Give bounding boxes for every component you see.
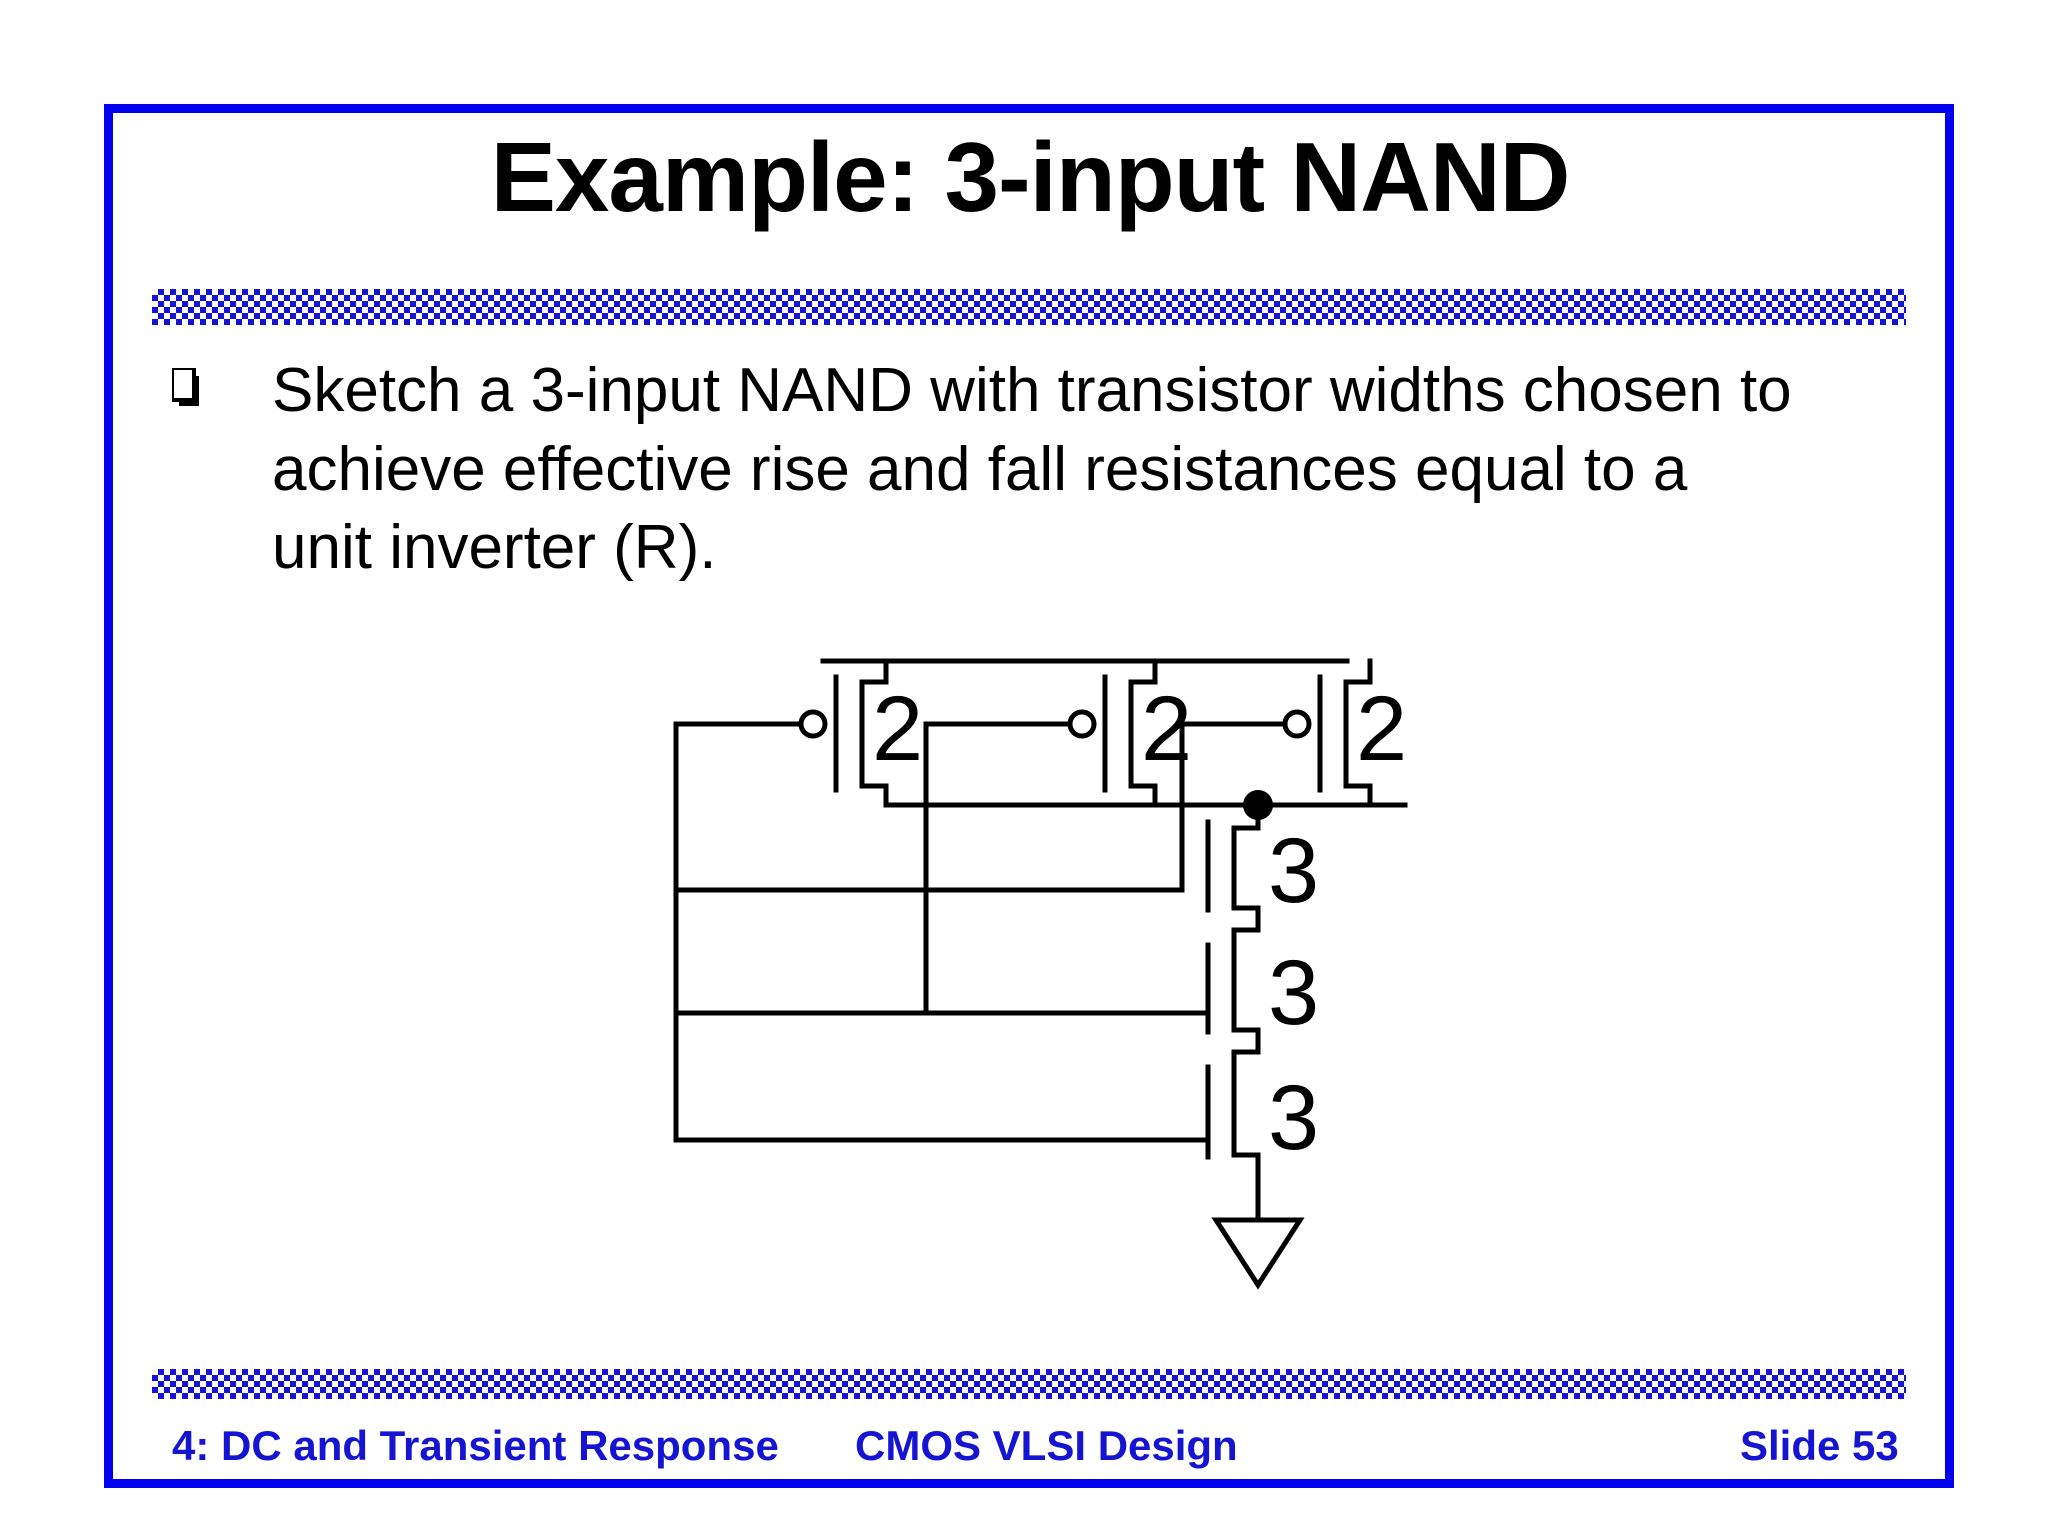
nmos-b-drain-wire [1231,1027,1261,1055]
pmos-a-gate-input-wire [673,721,804,1143]
bullet-item-text: Sketch a 3-input NAND with transistor wi… [272,356,1792,583]
nmos-c-width-label: 3 [1268,820,1319,922]
pmos-b-source-wire [1128,658,1158,685]
pmos-a-width-label: 2 [872,678,923,780]
pmos-c-drain-wire [1343,783,1373,808]
pmos-a-gate-bubble [798,709,828,739]
pmos-b-gate-bubble [1067,709,1097,739]
pmos-b-drain-wire [1128,783,1158,808]
nand3-schematic: 2 2 2 3 3 3 [640,620,1460,1340]
footer-chapter-label: 4: DC and Transient Response [172,1422,779,1469]
nmos-a-drain-to-gnd-wire [1231,1152,1261,1223]
nmos-a-source-wire [1231,1049,1261,1075]
footer-slide-number: Slide 53 [1740,1422,1899,1469]
pmos-a-source-wire [859,658,889,685]
footer-book-label: CMOS VLSI Design [855,1422,1238,1469]
footer-divider-bar [152,1369,1906,1399]
nmos-c-drain-wire [1231,905,1261,933]
nmos-b-width-label: 3 [1268,942,1319,1044]
title-divider-bar [152,289,1906,325]
pmos-a-drain-wire [859,783,889,808]
ground-triangle-icon [1211,1217,1305,1290]
nmos-b-source-wire [1231,927,1261,953]
pmos-b-width-label: 2 [1141,678,1192,780]
slide-border-frame [104,104,1954,1488]
hollow-square-bullet-icon [172,368,199,406]
pmos-c-gate-bubble [1282,709,1312,739]
nmos-a-width-label: 3 [1268,1067,1319,1169]
pmos-b-gate-input-wire [923,721,1073,1016]
pmos-c-gate-input-wire [1179,721,1288,893]
page-title: Example: 3-input NAND [490,122,1571,232]
pmos-c-source-wire [1343,658,1373,685]
output-dot [1243,790,1273,820]
pmos-c-width-label: 2 [1356,678,1407,780]
